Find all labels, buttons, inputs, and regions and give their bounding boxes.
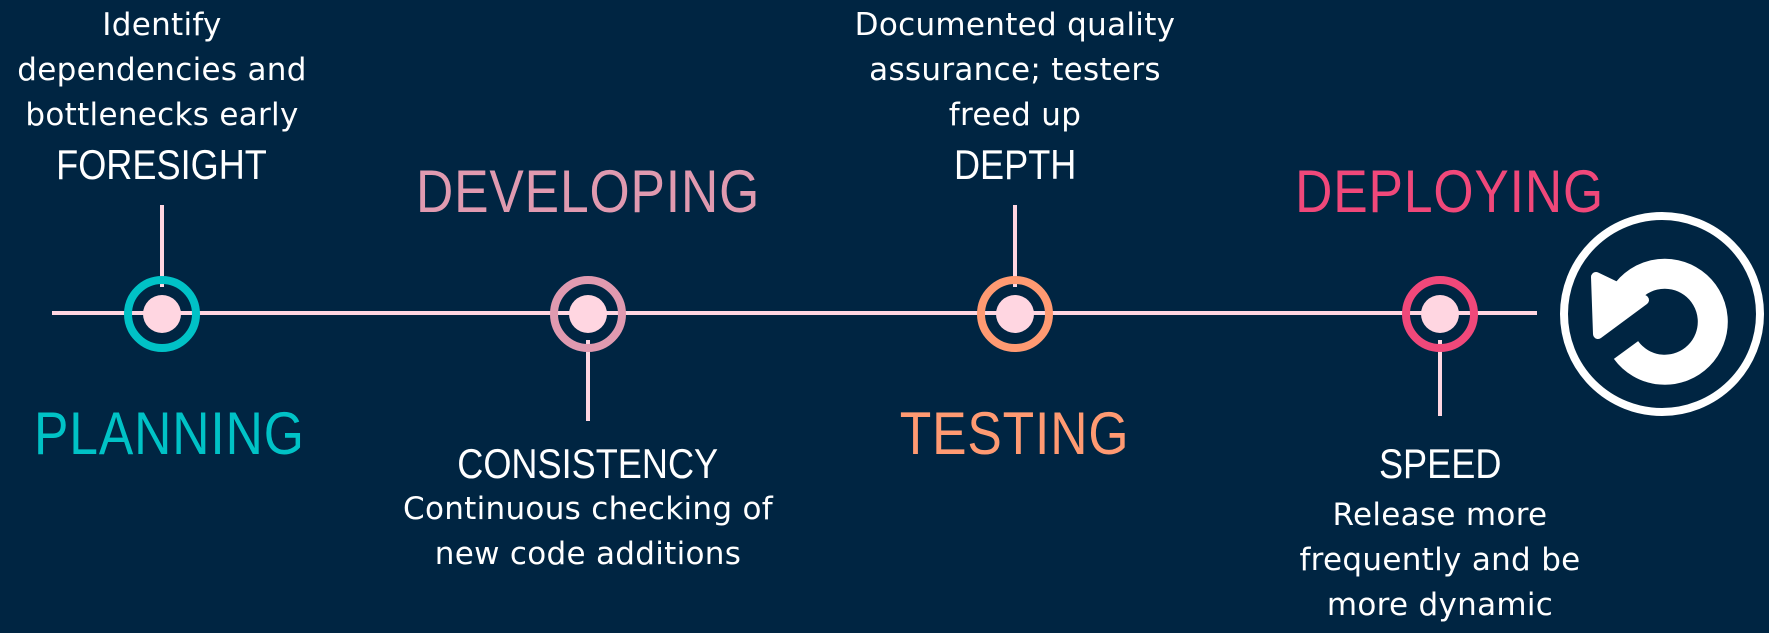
milestone-dot-deploying <box>1421 295 1459 333</box>
benefit-title-foresight: FORESIGHT <box>56 141 268 188</box>
stage-label-testing: TESTING <box>900 400 1130 467</box>
refresh-icon <box>1560 212 1764 416</box>
stage-label-planning: PLANNING <box>34 400 305 467</box>
benefit-description-depth: Documented quality assurance; testers fr… <box>854 7 1176 133</box>
stage-marker-planning <box>124 205 200 352</box>
stage-marker-developing <box>550 276 626 421</box>
benefit-consistency: CONSISTENCY Continuous checking of new c… <box>368 443 808 577</box>
benefit-depth: Documented quality assurance; testers fr… <box>825 3 1205 186</box>
milestone-dot-developing <box>569 295 607 333</box>
milestone-ring-developing <box>550 276 626 352</box>
benefit-description-speed: Release more frequently and be more dyna… <box>1299 497 1581 623</box>
benefit-foresight: Identify dependencies and bottlenecks ea… <box>0 3 324 186</box>
benefit-speed: SPEED Release more frequently and be mor… <box>1270 443 1610 628</box>
milestone-dot-testing <box>996 295 1034 333</box>
milestone-ring-testing <box>977 276 1053 352</box>
stage-deploying: DEPLOYING <box>1270 162 1610 222</box>
benefit-title-depth: DEPTH <box>953 141 1077 188</box>
stage-marker-testing <box>977 205 1053 352</box>
benefit-title-consistency: CONSISTENCY <box>457 440 719 487</box>
benefit-description-consistency: Continuous checking of new code addition… <box>403 491 773 572</box>
stage-label-deploying: DEPLOYING <box>1295 158 1604 225</box>
benefit-description-foresight: Identify dependencies and bottlenecks ea… <box>17 7 307 133</box>
stage-developing: DEVELOPING <box>388 162 788 222</box>
stage-marker-deploying <box>1402 276 1478 416</box>
milestone-ring-planning <box>124 276 200 352</box>
milestone-dot-planning <box>143 295 181 333</box>
stage-label-developing: DEVELOPING <box>416 158 761 225</box>
stage-testing: TESTING <box>865 404 1165 464</box>
stage-planning: PLANNING <box>12 404 312 464</box>
benefit-title-speed: SPEED <box>1378 440 1502 487</box>
milestone-ring-deploying <box>1402 276 1478 352</box>
